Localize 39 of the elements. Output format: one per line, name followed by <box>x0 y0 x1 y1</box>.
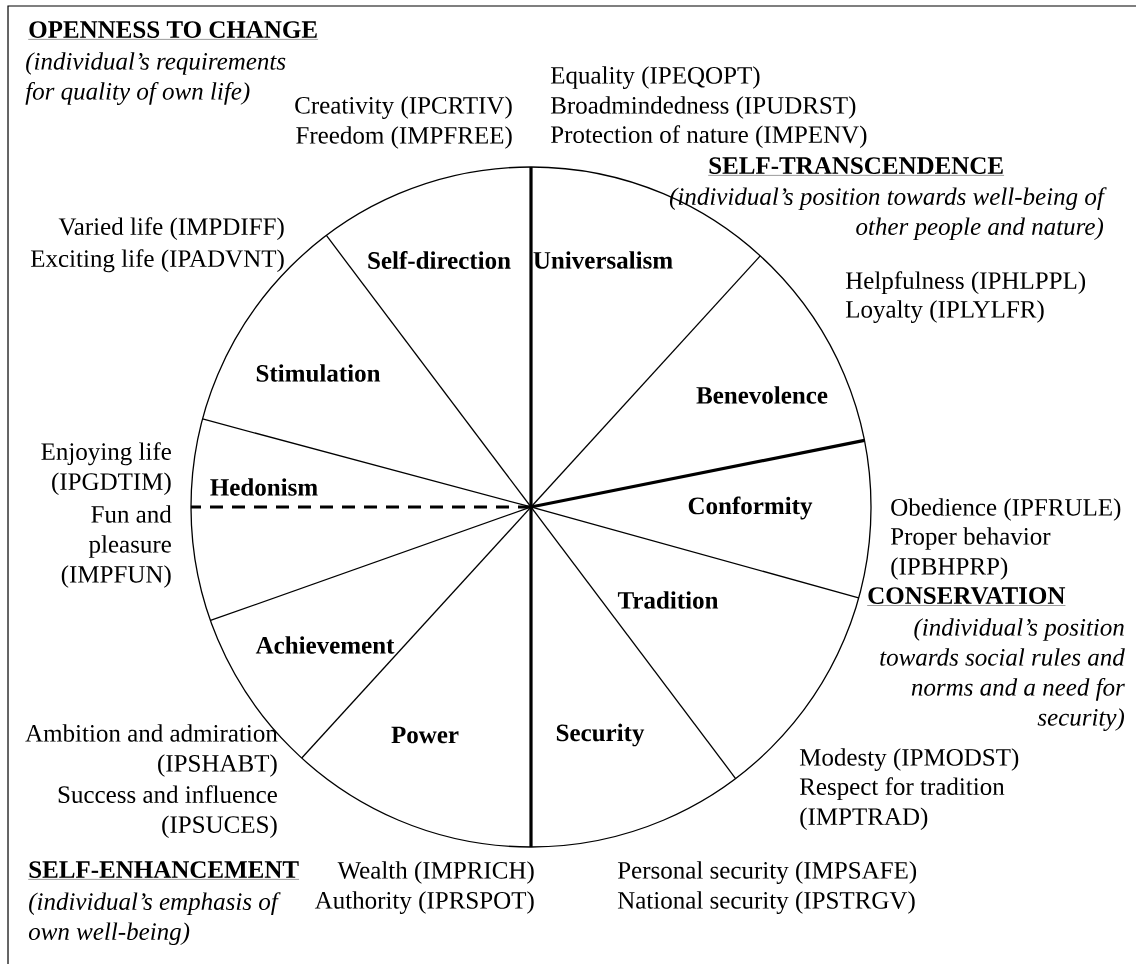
value-item: Broadmindedness (IPUDRST) <box>550 96 856 119</box>
value-item: Loyalty (IPLYLFR) <box>845 300 1044 323</box>
category-heading: OPENNESS TO CHANGE <box>28 21 319 40</box>
sector-label: Benevolence <box>696 386 828 404</box>
value-item: Obedience (IPFRULE) <box>891 498 1121 521</box>
sector-label: Security <box>556 723 645 747</box>
value-item: Helpfulness (IPHLPPL) <box>845 271 1086 295</box>
value-item: Wealth (IMPRICH) <box>337 861 534 884</box>
category-heading: SELF-TRANSCENDENCE <box>708 157 1005 176</box>
value-item: Exciting life (IPADVNT) <box>30 249 284 273</box>
value-item: Ambition and admiration (IPSHABT) <box>25 724 278 777</box>
value-item: Modesty (IPMODST) <box>799 748 1019 771</box>
sector-label: Tradition <box>617 591 719 609</box>
category-description: (individual’s position towards well-being of other people and nature) <box>669 187 1107 241</box>
value-item: Respect for tradition (IMPTRAD) <box>799 777 1005 831</box>
sector-label: Power <box>391 726 459 744</box>
sector-label: Universalism <box>533 251 673 269</box>
category-description: (individual’s emphasis of own well-being) <box>28 892 281 946</box>
value-item: Success and influence (IPSUCES) <box>58 785 277 839</box>
value-item: Personal security (IMPSAFE) <box>617 861 917 884</box>
value-item: Proper behavior (IPBHPRP) <box>890 527 1051 580</box>
sector-label: Self-direction <box>368 251 511 269</box>
category-description: (individual’s position towards social rules and norms and a need for security) <box>880 618 1125 731</box>
category-heading: CONSERVATION <box>867 587 1066 606</box>
value-item: Protection of nature (IMPENV) <box>550 125 867 149</box>
value-item: Equality (IPEQOPT) <box>550 66 760 89</box>
value-item: Enjoying life (IPGDTIM) <box>41 442 171 496</box>
category-description: (individual’s requirements for quality of own life) <box>25 52 286 105</box>
value-item: National security (IPSTRGV) <box>617 891 915 914</box>
category-heading: SELF-ENHANCEMENT <box>28 861 300 880</box>
value-item: Freedom (IMPFREE) <box>296 126 512 149</box>
sector-label: Hedonism <box>210 478 318 496</box>
sector-label: Conformity <box>688 496 813 520</box>
value-item: Fun and pleasure (IMPFUN) <box>61 505 172 588</box>
value-item: Creativity (IPCRTIV) <box>295 96 512 119</box>
sector-label: Achievement <box>255 636 395 654</box>
sector-label: Stimulation <box>256 364 381 382</box>
value-item: Authority (IPRSPOT) <box>314 891 534 914</box>
value-item: Varied life (IMPDIFF) <box>58 217 284 241</box>
